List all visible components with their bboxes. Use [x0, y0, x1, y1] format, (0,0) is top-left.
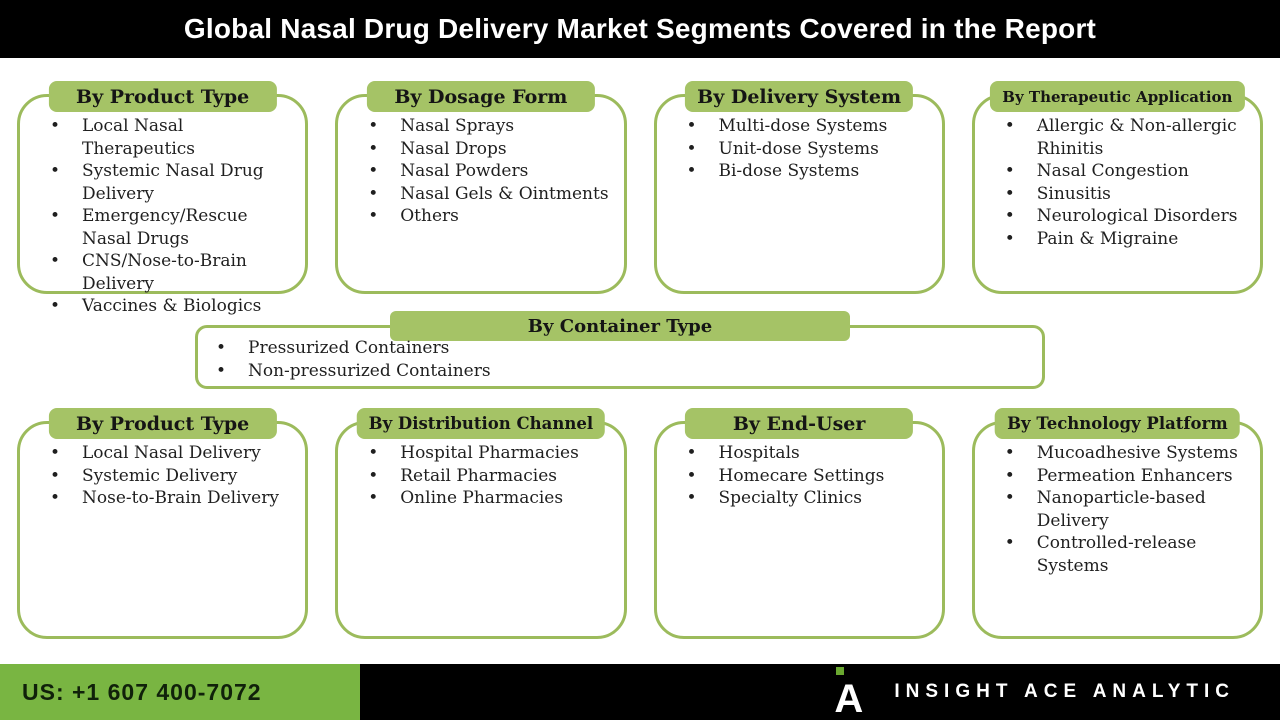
list-item: CNS/Nose-to-Brain Delivery: [20, 250, 305, 295]
card-header-tab: By Product Type: [48, 81, 277, 112]
list-item: Nasal Drops: [338, 138, 623, 161]
list-item: Hospital Pharmacies: [338, 442, 623, 465]
list-item: Local Nasal Therapeutics: [20, 115, 305, 160]
list-item: Nasal Gels & Ointments: [338, 183, 623, 206]
insight-ace-logo-icon: A: [828, 667, 872, 721]
segment-list: Multi-dose Systems Unit-dose Systems Bi-…: [657, 115, 942, 183]
brand-name: INSIGHT ACE ANALYTIC: [894, 681, 1235, 702]
card-header-tab: By Distribution Channel: [356, 408, 606, 439]
card-header-tab: By Delivery System: [685, 81, 914, 112]
list-item: Unit-dose Systems: [657, 138, 942, 161]
title-bar: Global Nasal Drug Delivery Market Segmen…: [0, 0, 1280, 58]
page-title: Global Nasal Drug Delivery Market Segmen…: [183, 13, 1097, 44]
list-item: Specialty Clinics: [657, 487, 942, 510]
segment-row-1: By Product Type Local Nasal Therapeutics…: [0, 81, 1280, 317]
list-item: Hospitals: [657, 442, 942, 465]
segment-row-2: By Container Type Pressurized Containers…: [195, 311, 1045, 389]
footer-bar: US: +1 607 400-7072 A INSIGHT ACE ANALYT…: [0, 664, 1280, 720]
logo-letter: A: [834, 677, 864, 721]
segment-list: Pressurized Containers Non-pressurized C…: [198, 337, 1042, 382]
card-header-tab: By Product Type: [48, 408, 277, 439]
list-item: Local Nasal Delivery: [20, 442, 305, 465]
list-item: Bi-dose Systems: [657, 160, 942, 183]
list-item: Vaccines & Biologics: [20, 295, 305, 318]
segment-list: Nasal Sprays Nasal Drops Nasal Powders N…: [338, 115, 623, 228]
list-item: Non-pressurized Containers: [198, 360, 1042, 383]
list-item: Online Pharmacies: [338, 487, 623, 510]
list-item: Systemic Nasal Drug Delivery: [20, 160, 305, 205]
card-header-tab: By Therapeutic Application: [990, 81, 1245, 112]
phone-number: US: +1 607 400-7072: [22, 678, 262, 705]
card-container-type: By Container Type Pressurized Containers…: [195, 311, 1045, 389]
card-header-tab: By Dosage Form: [366, 81, 595, 112]
list-item: Permeation Enhancers: [975, 465, 1260, 488]
card-dosage-form: By Dosage Form Nasal Sprays Nasal Drops …: [335, 81, 627, 294]
list-item: Controlled-release Systems: [975, 532, 1260, 577]
card-delivery-system: By Delivery System Multi-dose Systems Un…: [653, 81, 945, 294]
segment-list: Allergic & Non-allergic Rhinitis Nasal C…: [975, 115, 1260, 250]
card-end-user: By End-User Hospitals Homecare Settings …: [653, 408, 945, 639]
segment-list: Mucoadhesive Systems Permeation Enhancer…: [975, 442, 1260, 577]
footer-brand-section: A INSIGHT ACE ANALYTIC: [360, 664, 1280, 720]
list-item: Pressurized Containers: [198, 337, 1042, 360]
card-product-type-1: By Product Type Local Nasal Therapeutics…: [17, 81, 309, 317]
list-item: Mucoadhesive Systems: [975, 442, 1260, 465]
card-header-tab: By End-User: [685, 408, 914, 439]
segment-list: Local Nasal Therapeutics Systemic Nasal …: [20, 115, 305, 318]
list-item: Emergency/Rescue Nasal Drugs: [20, 205, 305, 250]
list-item: Nasal Congestion: [975, 160, 1260, 183]
list-item: Nose-to-Brain Delivery: [20, 487, 305, 510]
footer-contact-section: US: +1 607 400-7072: [0, 664, 360, 720]
list-item: Homecare Settings: [657, 465, 942, 488]
card-header-tab: By Container Type: [390, 311, 850, 341]
list-item: Systemic Delivery: [20, 465, 305, 488]
list-item: Pain & Migraine: [975, 228, 1260, 251]
list-item: Neurological Disorders: [975, 205, 1260, 228]
list-item: Others: [338, 205, 623, 228]
list-item: Retail Pharmacies: [338, 465, 623, 488]
list-item: Allergic & Non-allergic Rhinitis: [975, 115, 1260, 160]
card-product-type-2: By Product Type Local Nasal Delivery Sys…: [17, 408, 309, 639]
card-header-tab: By Technology Platform: [995, 408, 1240, 439]
segment-list: Hospital Pharmacies Retail Pharmacies On…: [338, 442, 623, 510]
card-therapeutic-application: By Therapeutic Application Allergic & No…: [971, 81, 1263, 294]
card-distribution-channel: By Distribution Channel Hospital Pharmac…: [335, 408, 627, 639]
segment-list: Local Nasal Delivery Systemic Delivery N…: [20, 442, 305, 510]
list-item: Nasal Sprays: [338, 115, 623, 138]
logo-green-dot: [836, 667, 845, 675]
list-item: Nasal Powders: [338, 160, 623, 183]
card-technology-platform: By Technology Platform Mucoadhesive Syst…: [971, 408, 1263, 639]
segment-list: Hospitals Homecare Settings Specialty Cl…: [657, 442, 942, 510]
list-item: Nanoparticle-based Delivery: [975, 487, 1260, 532]
segment-row-3: By Product Type Local Nasal Delivery Sys…: [0, 408, 1280, 639]
list-item: Multi-dose Systems: [657, 115, 942, 138]
list-item: Sinusitis: [975, 183, 1260, 206]
